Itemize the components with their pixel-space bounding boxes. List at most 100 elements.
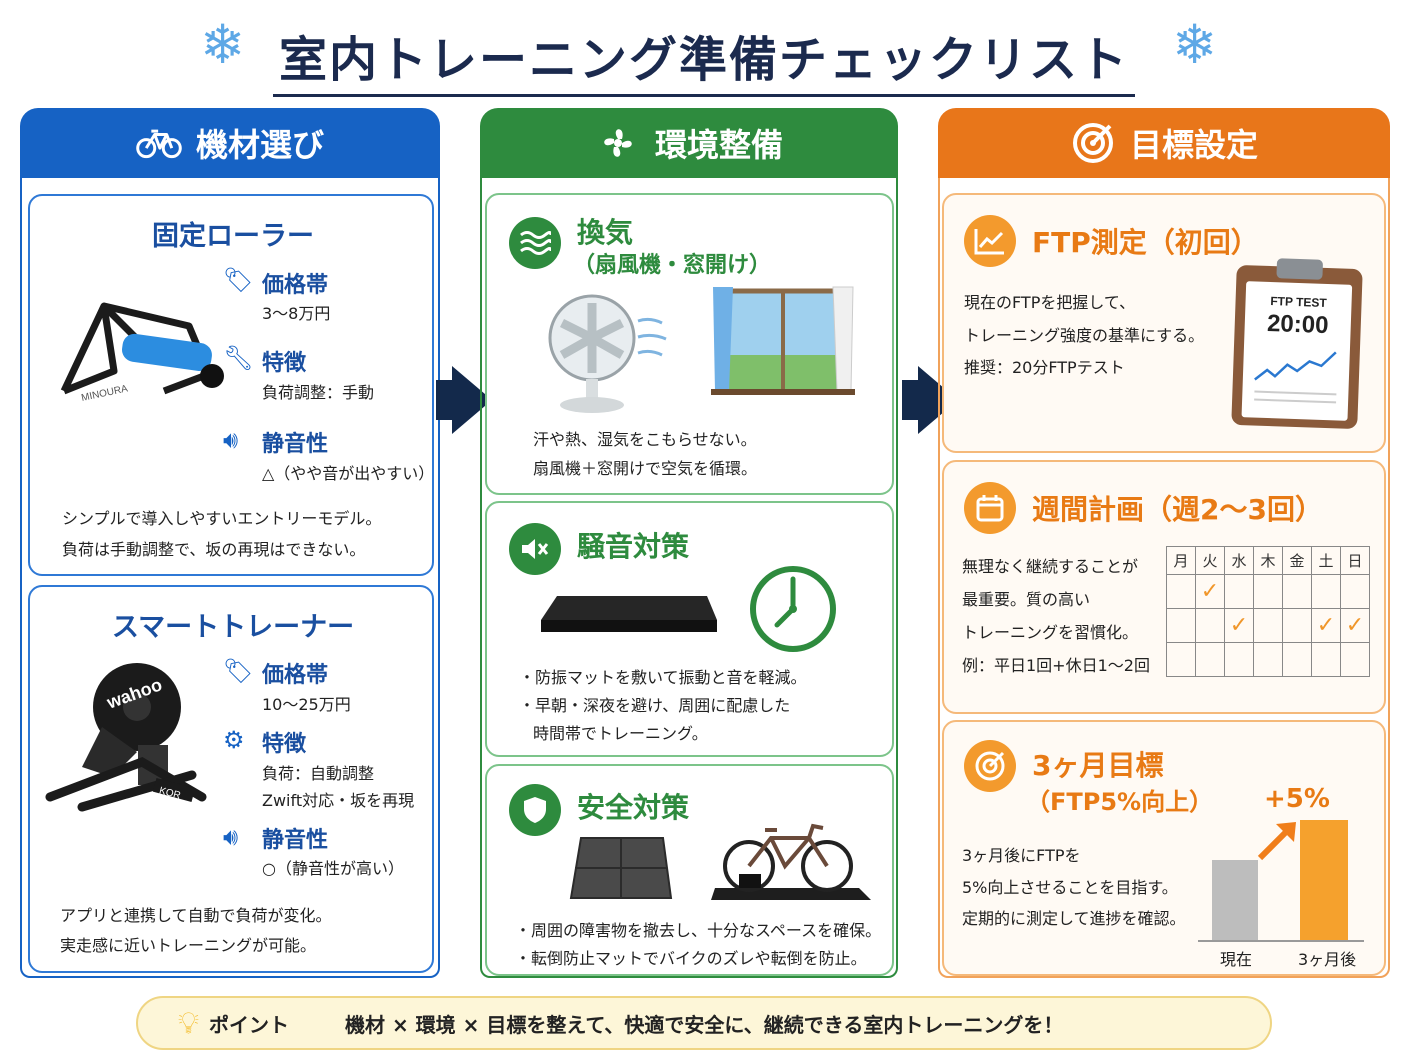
smart-desc-2: 実走感に近いトレーニングが可能。 bbox=[60, 936, 317, 955]
calendar-cell bbox=[1253, 608, 1283, 643]
fixed-price-value: 3〜8万円 bbox=[262, 304, 331, 323]
calendar-cell bbox=[1195, 608, 1225, 643]
safety-desc-1: ・周囲の障害物を撤去し、十分なスペースを確保。 bbox=[515, 921, 882, 940]
equipment-header: 機材選び bbox=[20, 108, 440, 178]
calendar-cell bbox=[1311, 574, 1341, 609]
calendar-cell bbox=[1166, 608, 1196, 643]
calendar-day: 月 bbox=[1166, 546, 1196, 575]
price-tag-icon: 🏷︎ bbox=[223, 266, 254, 294]
bar-after-label: 3ヶ月後 bbox=[1298, 950, 1357, 969]
speaker-icon: 🔊︎ bbox=[223, 823, 239, 851]
smart-trainer-image: wahoo KOR bbox=[45, 663, 207, 812]
three-month-title: 3ヶ月目標 bbox=[1032, 749, 1164, 782]
three-month-subtitle: （FTP5%向上） bbox=[1026, 788, 1214, 816]
calendar-day: 金 bbox=[1282, 546, 1312, 575]
arrow-up-icon bbox=[1257, 822, 1296, 861]
price-tag-icon: 🏷︎ bbox=[223, 657, 254, 685]
fixed-feature-label: 特徴 bbox=[262, 351, 307, 376]
calendar-day: 土 bbox=[1311, 546, 1341, 575]
ventilation-desc-2: 扇風機＋窓開けで空気を循環。 bbox=[533, 459, 758, 478]
window-image bbox=[711, 286, 855, 395]
noise-desc-2: ・早朝・深夜を避け、周囲に配慮した bbox=[519, 696, 791, 715]
calendar-cell bbox=[1195, 642, 1225, 677]
fixed-desc-1: シンプルで導入しやすいエントリーモデル。 bbox=[62, 509, 382, 528]
calendar-cell: ✓ bbox=[1311, 608, 1341, 643]
calendar-cell bbox=[1253, 574, 1283, 609]
calendar-day: 火 bbox=[1195, 546, 1225, 575]
ventilation-subtitle: （扇風機・窓開け） bbox=[573, 253, 772, 278]
calendar-cell bbox=[1282, 642, 1312, 677]
fan-icon bbox=[595, 120, 641, 166]
ftp-card: FTP測定（初回） 現在のFTPを把握して、 トレーニング強度の基準にする。 推… bbox=[942, 193, 1386, 453]
goals-header: 目標設定 bbox=[938, 108, 1390, 178]
bar-current bbox=[1212, 860, 1258, 940]
smart-trainer-title: スマートトレーナー bbox=[111, 612, 355, 643]
check-icon: ✓ bbox=[1345, 613, 1365, 638]
target-icon bbox=[1070, 120, 1116, 166]
fixed-roller-card: 固定ローラー MINOURA 🏷︎ 価格帯 3〜8万円 🔧︎ 特徴 負荷調整：手… bbox=[28, 194, 434, 576]
safety-desc-2: ・転倒防止マットでバイクのズレや転倒を防止。 bbox=[515, 949, 867, 968]
shield-icon bbox=[509, 784, 561, 836]
fixed-roller-title: 固定ローラー bbox=[152, 221, 314, 252]
snowflake-icon: ❄ bbox=[200, 13, 246, 76]
lightbulb-icon: 💡︎ bbox=[178, 1005, 199, 1041]
point-label: ポイント bbox=[209, 1012, 289, 1037]
weekly-title: 週間計画（週2〜3回） bbox=[1032, 493, 1323, 526]
noise-desc-1: ・防振マットを敷いて振動と音を軽減。 bbox=[519, 668, 807, 687]
three-month-desc-2: 5%向上させることを目指す。 bbox=[962, 878, 1178, 897]
equipment-body bbox=[20, 178, 440, 978]
ventilation-title: 換気 bbox=[577, 216, 634, 249]
ventilation-desc-1: 汗や熱、湿気をこもらせない。 bbox=[533, 430, 757, 449]
calendar-cell: ✓ bbox=[1340, 608, 1370, 643]
environment-header-label: 環境整備 bbox=[654, 126, 783, 164]
speaker-icon: 🔊︎ bbox=[223, 426, 239, 454]
puzzle-mat-image bbox=[569, 837, 673, 899]
smart-feature-value-2: Zwift対応・坂を再現 bbox=[262, 791, 415, 810]
safety-title: 安全対策 bbox=[577, 791, 690, 824]
weekly-desc-1: 無理なく継続することが bbox=[962, 557, 1139, 576]
page-title: 室内トレーニング準備チェックリスト bbox=[272, 20, 1135, 97]
calendar-row: ✓✓✓ bbox=[1166, 608, 1370, 643]
weekly-desc-2: 最重要。質の高い bbox=[962, 590, 1091, 609]
fixed-noise-label: 静音性 bbox=[262, 432, 329, 457]
smart-desc-1: アプリと連携して自動で負荷が変化。 bbox=[60, 906, 332, 925]
ftp-title: FTP測定（初回） bbox=[1032, 226, 1259, 259]
weekly-desc-4: 例：平日1回+休日1〜2回 bbox=[962, 656, 1150, 675]
clipboard-time: 20:00 bbox=[1266, 309, 1329, 340]
smart-trainer-card: スマートトレーナー wahoo KOR 🏷︎ 価格帯 10〜25万円 ⚙ 特徴 … bbox=[28, 585, 434, 973]
three-month-card: 3ヶ月目標 （FTP5%向上） 3ヶ月後にFTPを 5%向上させることを目指す。… bbox=[942, 720, 1386, 976]
point-banner: 💡︎ ポイント 機材 × 環境 × 目標を整えて、快適で安全に、継続できる室内ト… bbox=[136, 996, 1272, 1050]
clock-icon bbox=[750, 566, 836, 652]
equipment-header-label: 機材選び bbox=[195, 126, 324, 164]
smart-noise-value: ○（静音性が高い） bbox=[262, 859, 404, 878]
fixed-roller-image: MINOURA bbox=[60, 302, 224, 404]
calendar-icon bbox=[964, 482, 1016, 534]
calendar-cell bbox=[1282, 608, 1312, 643]
smart-feature-value-1: 負荷：自動調整 bbox=[262, 764, 375, 783]
calendar-cell: ✓ bbox=[1224, 608, 1254, 643]
smart-noise-label: 静音性 bbox=[262, 828, 329, 853]
target-icon bbox=[964, 740, 1016, 792]
point-text: 機材 × 環境 × 目標を整えて、快適で安全に、継続できる室内トレーニングを！ bbox=[345, 1012, 1064, 1037]
calendar-cell bbox=[1253, 642, 1283, 677]
calendar-day: 水 bbox=[1224, 546, 1254, 575]
bicycle-icon bbox=[136, 120, 182, 166]
environment-header: 環境整備 bbox=[480, 108, 898, 178]
gear-icon: ⚙ bbox=[223, 726, 245, 754]
weekly-plan-card: 週間計画（週2〜3回） 無理なく継続することが 最重要。質の高い トレーニングを… bbox=[942, 460, 1386, 714]
calendar-day: 日 bbox=[1340, 546, 1370, 575]
calendar-header-row: 月 火 水 木 金 土 日 bbox=[1166, 546, 1370, 575]
noise-title: 騒音対策 bbox=[577, 530, 690, 563]
calendar-cell bbox=[1340, 574, 1370, 609]
calendar-cell bbox=[1282, 574, 1312, 609]
weekly-desc-3: トレーニングを習慣化。 bbox=[962, 623, 1139, 642]
ftp-desc-2: トレーニング強度の基準にする。 bbox=[964, 326, 1205, 345]
weekly-calendar: 月 火 水 木 金 土 日 ✓ ✓✓✓ bbox=[1166, 546, 1370, 677]
goals-header-label: 目標設定 bbox=[1129, 126, 1258, 164]
safety-card: 安全対策 ・周囲の障害物を撤去し、十分なスペースを確保。 ・転倒防止マットでバイ… bbox=[485, 764, 894, 976]
bar-current-label: 現在 bbox=[1220, 950, 1253, 969]
mute-icon bbox=[509, 523, 561, 575]
svg-text:MINOURA: MINOURA bbox=[80, 383, 129, 404]
smart-price-label: 価格帯 bbox=[262, 663, 329, 688]
chart-line-icon bbox=[964, 215, 1016, 267]
